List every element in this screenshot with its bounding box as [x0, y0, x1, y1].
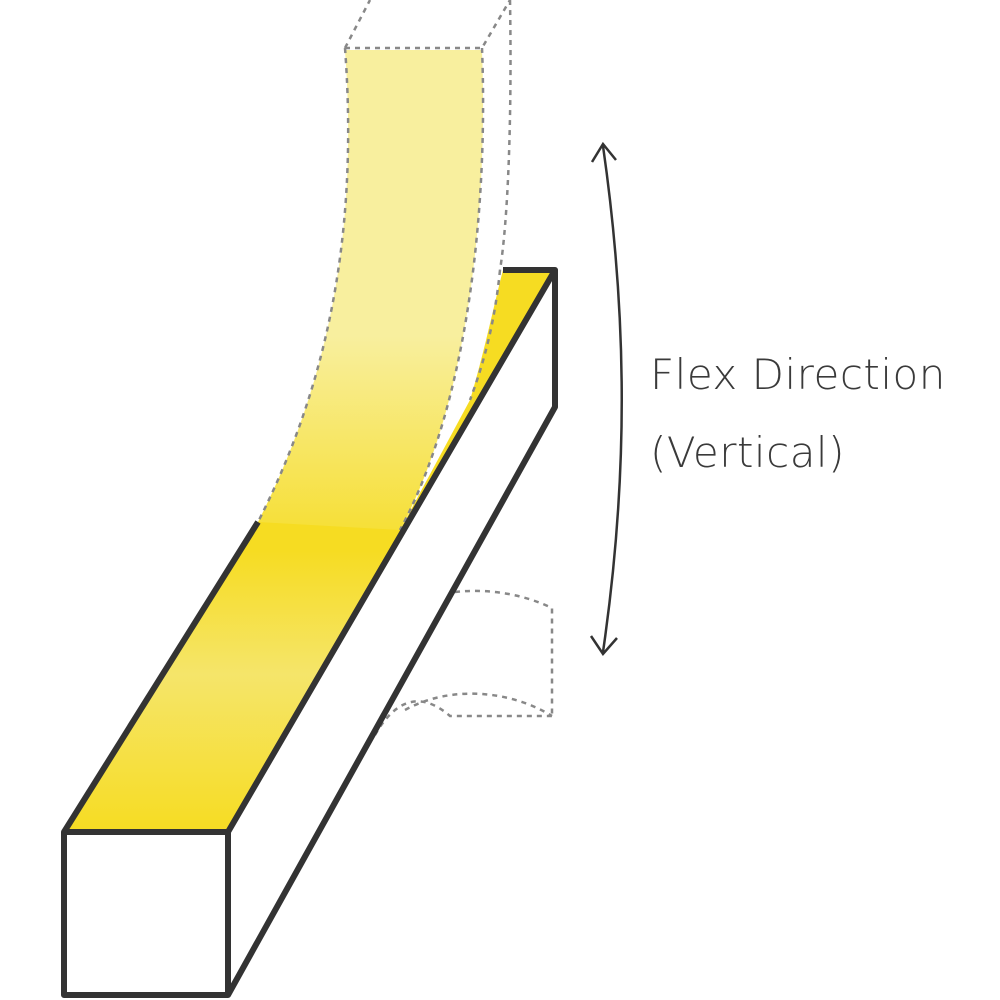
- flex-direction-arrow-icon: [589, 141, 623, 657]
- flex-direction-label: Flex Direction: [650, 350, 946, 399]
- channel-profile: [61, 267, 558, 998]
- bent-strip: [258, 50, 484, 570]
- strip-top-face: [64, 270, 555, 832]
- bent-strip-outline: [256, 0, 512, 531]
- vertical-label: (Vertical): [650, 428, 845, 477]
- lower-bend-outline: [373, 589, 554, 736]
